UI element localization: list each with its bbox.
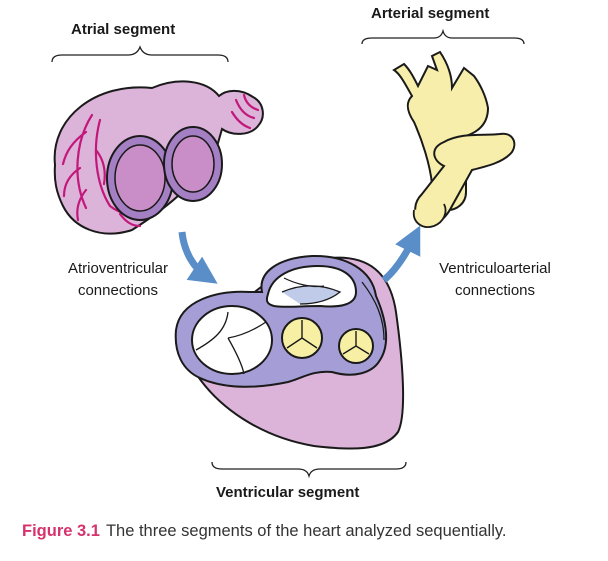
atrioventricular-label: Atrioventricular connections: [42, 258, 194, 302]
atrioventricular-line1: Atrioventricular: [67, 260, 169, 277]
ventriculoarterial-label: Ventriculoarterial connections: [414, 258, 576, 302]
ventriculoarterial-line2: connections: [454, 282, 536, 299]
atrial-segment-label: Atrial segment: [71, 21, 176, 38]
figure-number: Figure 3.1: [22, 522, 100, 540]
atrioventricular-arrow: [178, 231, 218, 284]
arterial-segment-label: Arterial segment: [371, 5, 490, 22]
ventricular-segment-label: Ventricular segment: [216, 484, 360, 501]
atrioventricular-line2: connections: [77, 282, 159, 299]
ventricular-segment: [174, 254, 405, 450]
figure-caption: Figure 3.1 The three segments of the hear…: [22, 522, 506, 541]
ventriculoarterial-arrow: [381, 225, 421, 283]
atrial-bracket: [51, 45, 229, 63]
pulmonary-trunk: [414, 132, 516, 226]
ventricular-bracket: [211, 461, 407, 479]
tricuspid-orifice: [191, 305, 273, 375]
arterial-segment: [392, 50, 516, 228]
caption-text: The three segments of the heart analyzed…: [105, 522, 507, 540]
atrial-segment: [53, 80, 264, 235]
ventriculoarterial-line1: Ventriculoarterial: [439, 260, 551, 277]
arterial-bracket: [361, 28, 525, 45]
